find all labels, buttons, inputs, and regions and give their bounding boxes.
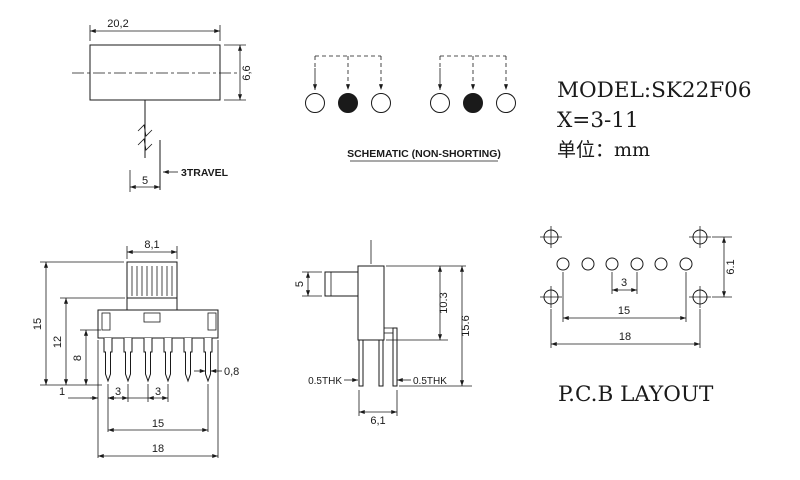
- top-view: 20,2 6,6 3TRAVEL 5: [72, 18, 253, 192]
- dim-side-knob-height: 5: [294, 271, 322, 297]
- dim-side-total-height-label: 15.6: [460, 315, 472, 336]
- unit-note: 单位：mm: [557, 139, 650, 161]
- terminal-pins-side: [358, 327, 398, 387]
- dim-front-base-height-label: 8: [72, 355, 84, 361]
- dim-edge-offset-label: 1: [59, 386, 65, 398]
- switch-knob-side: [324, 271, 359, 297]
- schematic-caption: SCHEMATIC (NON-SHORTING): [347, 148, 501, 160]
- dim-pcb-pin-span-label: 15: [618, 305, 630, 317]
- dim-knob-width: 8,1: [126, 239, 178, 259]
- dim-travel: 5: [129, 170, 161, 192]
- mounting-hole: [689, 226, 711, 248]
- common-terminal-circle: [463, 93, 483, 113]
- front-extension-lines: [97, 340, 219, 458]
- dim-pcb-hole-pitch-label: 3: [621, 277, 627, 289]
- dim-front-heights: 15 12 8: [32, 261, 125, 386]
- dim-edge-offset: 1: [59, 386, 116, 401]
- mounting-hole: [540, 226, 562, 248]
- dim-pin-pitch: 3 3: [108, 386, 169, 401]
- pcb-layout-caption: P.C.B LAYOUT: [558, 382, 714, 407]
- dim-pin-thickness: 0,8: [194, 366, 239, 378]
- pcb-layout: 6.1 3 15 18 P.C.B LAYOUT: [540, 226, 737, 407]
- dim-front-body-height-label: 12: [52, 336, 64, 348]
- dim-pin-span-label: 15: [152, 418, 164, 430]
- dim-top-width: 20,2: [89, 18, 221, 41]
- terminal-pins-front: [103, 338, 213, 383]
- dim-side-knob-height-label: 5: [294, 281, 306, 287]
- dim-pcb-row-spacing-label: 6.1: [725, 259, 737, 274]
- common-terminal-circle: [338, 93, 358, 113]
- dim-pin-pitch-a-label: 3: [115, 386, 121, 398]
- break-symbol: [137, 138, 153, 151]
- front-view: 8,1 15 12 8: [32, 239, 239, 459]
- dim-pcb-mount-span: 18: [550, 309, 701, 348]
- callout-thickness-right: 0.5THK: [397, 376, 447, 387]
- dim-top-height-label: 6,6: [241, 65, 253, 80]
- mounting-hole: [540, 286, 562, 308]
- schematic: SCHEMATIC (NON-SHORTING): [305, 55, 516, 162]
- variant-range: X=3-11: [557, 108, 639, 133]
- terminal-circle: [430, 93, 450, 113]
- dim-front-total-width-label: 18: [152, 443, 164, 455]
- dim-top-width-label: 20,2: [107, 18, 128, 30]
- mounting-hole: [689, 286, 711, 308]
- travel-callout: 3TRAVEL: [162, 167, 229, 179]
- switch-body-side: [357, 265, 385, 341]
- title-block: MODEL:SK22F06 X=3-11 单位：mm: [557, 78, 752, 161]
- terminal-circle: [496, 93, 516, 113]
- dim-side-width-label: 6,1: [370, 415, 385, 427]
- dim-pin-pitch-b-label: 3: [155, 386, 161, 398]
- travel-callout-label: 3TRAVEL: [181, 167, 229, 179]
- callout-thickness-left: 0.5THK: [308, 376, 358, 387]
- dim-travel-label: 5: [142, 175, 148, 187]
- switch-knob: [126, 261, 178, 311]
- dim-top-height: 6,6: [224, 44, 253, 101]
- dim-pcb-mount-span-label: 18: [619, 331, 631, 343]
- thickness-right-label: 0.5THK: [413, 376, 447, 387]
- dim-side-heights: 10.3 15.6: [386, 265, 472, 387]
- dim-pin-span: 15: [108, 418, 209, 433]
- schematic-pole-2: [430, 55, 516, 113]
- dim-front-total-height-label: 15: [32, 318, 44, 330]
- terminal-holes: [556, 257, 693, 271]
- terminal-circle: [305, 93, 325, 113]
- terminal-circle: [371, 93, 391, 113]
- side-view: 5 0.5THK 0.5THK 10.3 15.6 6,1: [294, 240, 472, 427]
- dim-side-body-height-label: 10.3: [438, 292, 450, 313]
- dim-pin-thickness-label: 0,8: [224, 366, 239, 378]
- dim-pcb-row-spacing: 6.1: [712, 236, 737, 298]
- break-symbol: [137, 124, 153, 137]
- dim-side-width: 6,1: [358, 390, 398, 427]
- thickness-left-label: 0.5THK: [308, 376, 342, 387]
- schematic-pole-1: [305, 55, 391, 113]
- dim-pcb-hole-pitch: 3: [611, 272, 638, 294]
- switch-body-front: [97, 309, 219, 339]
- dim-front-total-width: 18: [98, 443, 219, 459]
- dim-pcb-pin-span: 15: [562, 272, 687, 322]
- switch-body-top-outline: [89, 44, 221, 101]
- dim-knob-width-label: 8,1: [144, 239, 159, 251]
- actuator-stem: [137, 100, 161, 190]
- model-number: MODEL:SK22F06: [557, 78, 752, 103]
